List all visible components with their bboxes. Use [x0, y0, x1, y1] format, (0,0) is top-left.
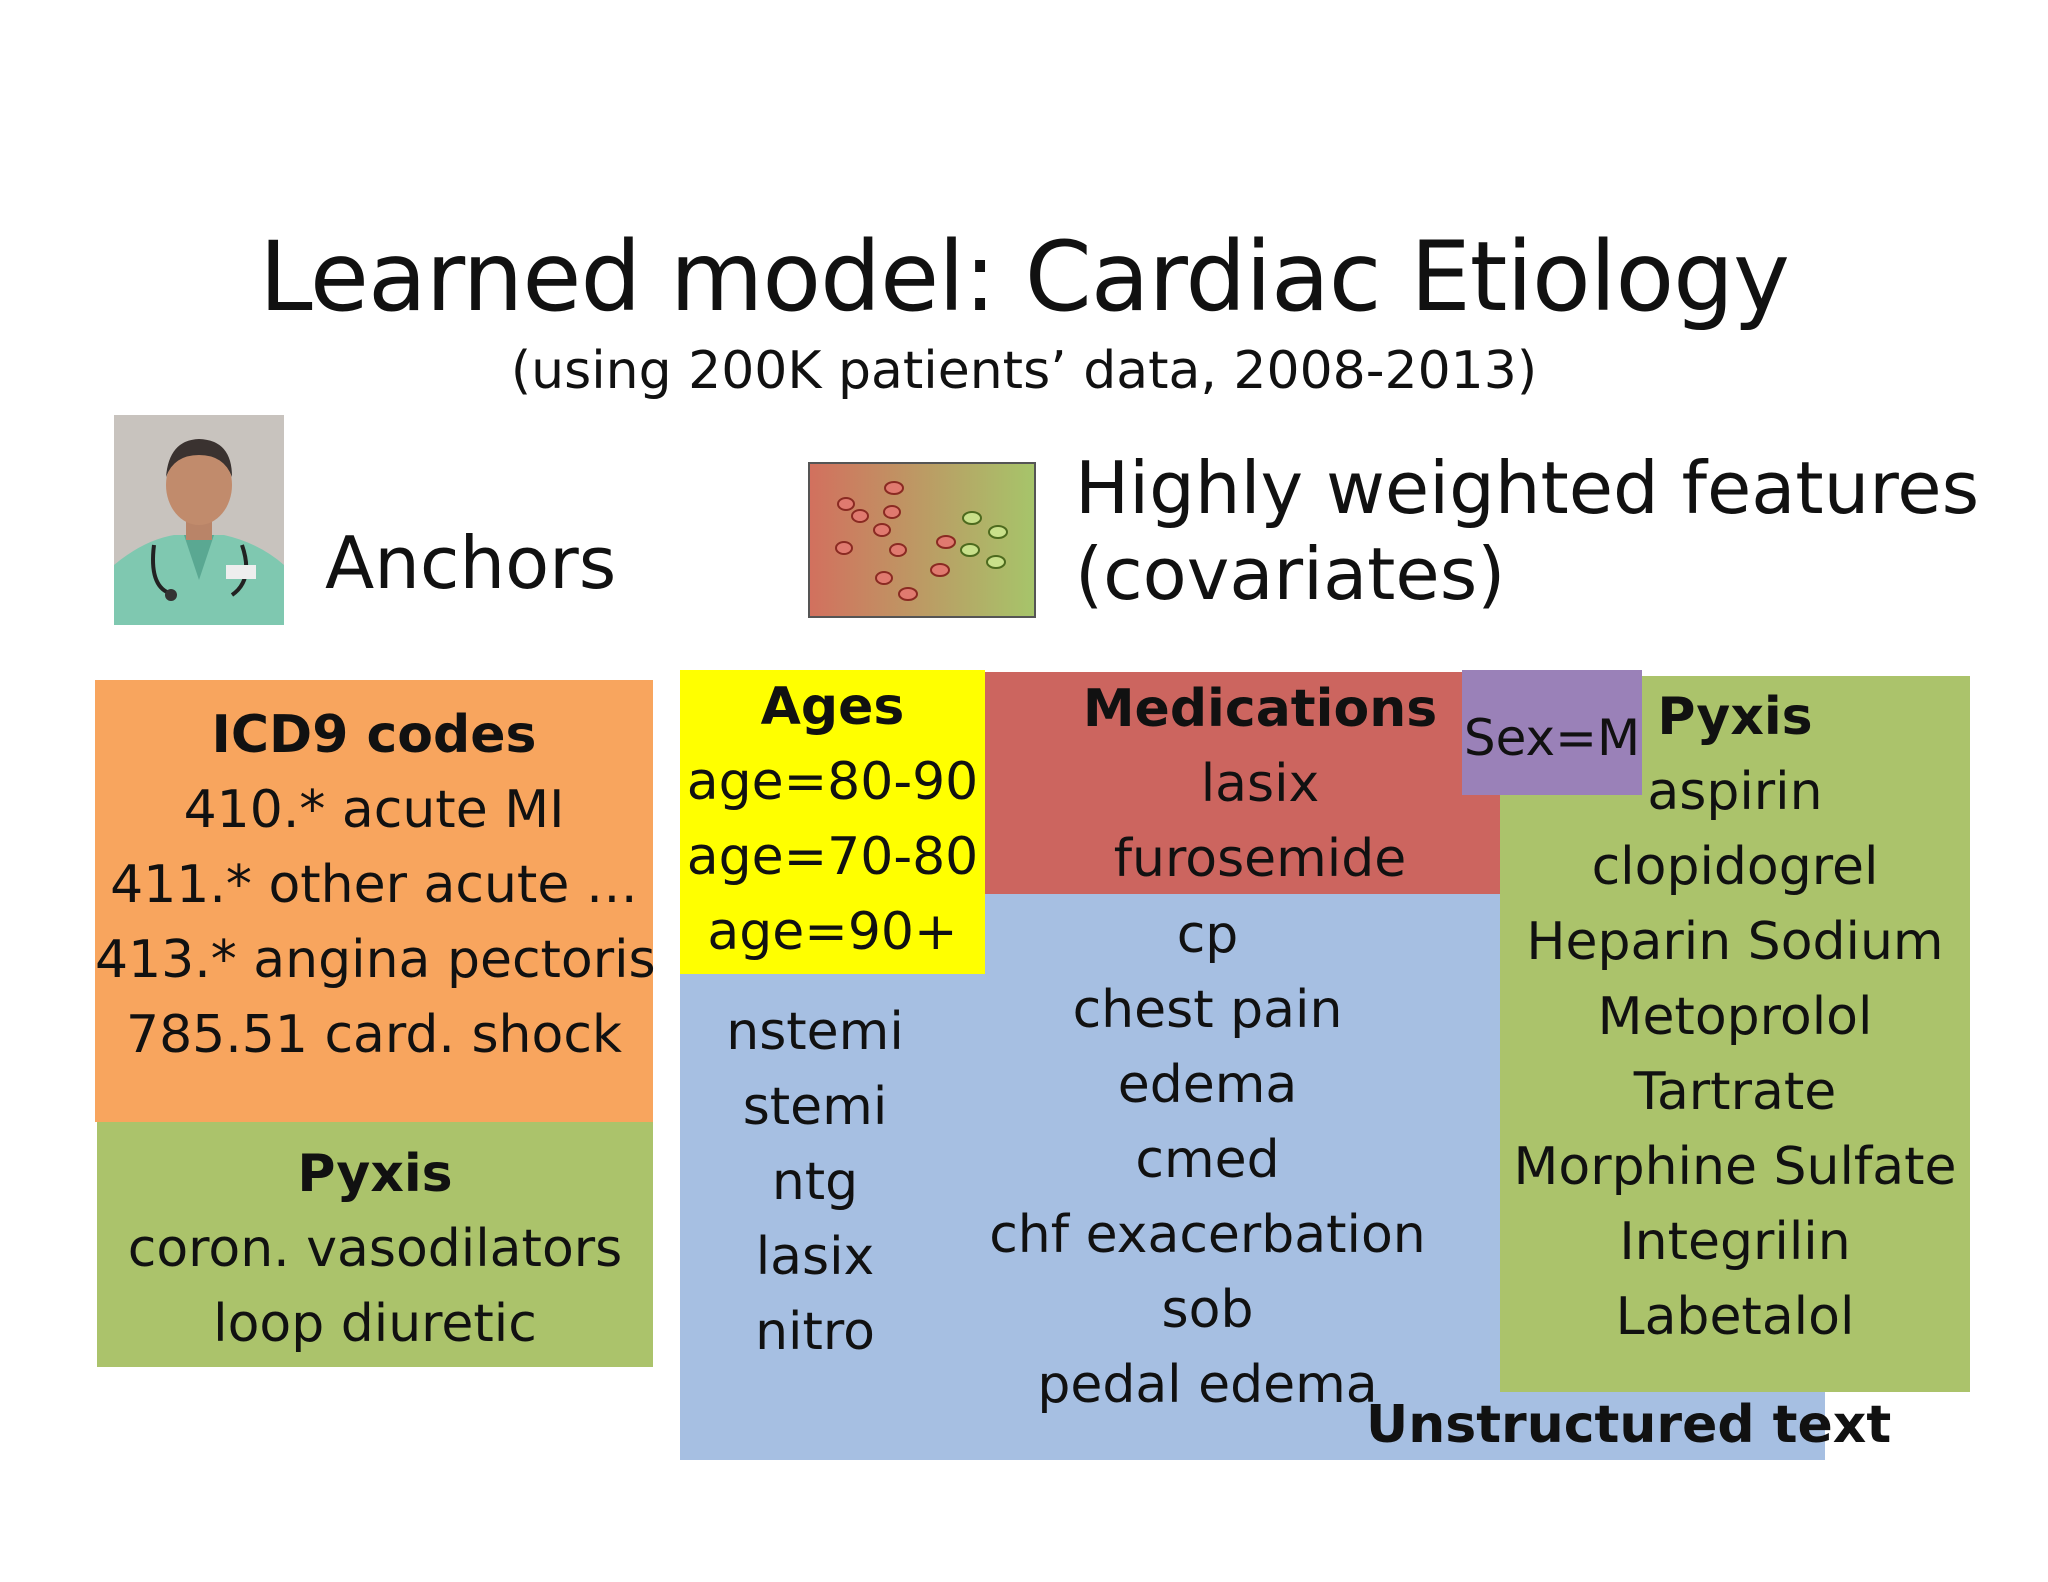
- ages-item: age=90+: [707, 902, 958, 962]
- pyxis-features-item: clopidogrel: [1591, 837, 1879, 897]
- pyxis-features-item: Heparin Sodium: [1526, 912, 1944, 972]
- pyxis-features-heading: Pyxis: [1657, 687, 1813, 747]
- medications-box: [985, 672, 1500, 894]
- medications-list: Medications lasix furosemide: [1000, 672, 1520, 897]
- pyxis-features-item: Integrilin: [1619, 1212, 1851, 1272]
- pyxis-features-box: [1500, 676, 1970, 1392]
- icd9-heading: ICD9 codes: [211, 705, 537, 765]
- sex-box: [1462, 670, 1642, 795]
- slide-subtitle: (using 200K patients’ data, 2008-2013): [510, 341, 1538, 401]
- features-label-line2: (covariates): [1075, 532, 1506, 616]
- anchors-label: Anchors: [325, 521, 617, 605]
- medications-heading: Medications: [1082, 679, 1438, 739]
- unstructured-item: chf exacerbation: [989, 1205, 1426, 1265]
- ages-item: age=70-80: [686, 827, 979, 887]
- icd9-item: 411.* other acute …: [110, 855, 638, 915]
- unstructured-item: lasix: [755, 1227, 875, 1287]
- unstructured-item: nstemi: [726, 1002, 904, 1062]
- pyxis-anchor-list: Pyxis coron. vasodilators loop diuretic: [97, 1137, 653, 1362]
- pyxis-anchor-item: coron. vasodilators: [127, 1219, 623, 1279]
- ages-heading: Ages: [760, 677, 905, 737]
- pyxis-anchor-box: [97, 1122, 653, 1367]
- medications-item: lasix: [1200, 754, 1320, 814]
- medications-item: furosemide: [1113, 829, 1407, 889]
- pyxis-features-item: Metoprolol: [1597, 987, 1873, 1047]
- slide-title: Learned model: Cardiac Etiology: [259, 221, 1790, 333]
- pyxis-features-list: Pyxis aspirin clopidogrel Heparin Sodium…: [1500, 680, 1970, 1355]
- unstructured-left-list: nstemi stemi ntg lasix nitro: [680, 995, 950, 1370]
- unstructured-item: pedal edema: [1037, 1355, 1378, 1415]
- icd9-item: 410.* acute MI: [183, 780, 565, 840]
- unstructured-item: sob: [1161, 1280, 1254, 1340]
- unstructured-text-label: Unstructured text: [1366, 1395, 1892, 1455]
- pyxis-features-item: aspirin: [1647, 762, 1823, 822]
- icd9-item: 413.* angina pectoris: [95, 930, 656, 990]
- icd9-item: 785.51 card. shock: [125, 1005, 623, 1065]
- unstructured-item: ntg: [771, 1152, 859, 1212]
- pyxis-anchor-heading: Pyxis: [297, 1144, 453, 1204]
- sex-label: Sex=M: [1463, 709, 1641, 767]
- features-label: Highly weighted features (covariates): [1075, 445, 1979, 617]
- ages-list: Ages age=80-90 age=70-80 age=90+: [680, 670, 985, 970]
- unstructured-item: stemi: [742, 1077, 888, 1137]
- ages-item: age=80-90: [686, 752, 979, 812]
- unstructured-mid-list: cp chest pain edema cmed chf exacerbatio…: [980, 898, 1435, 1423]
- pyxis-anchor-item: loop diuretic: [213, 1294, 537, 1354]
- icd9-box: [95, 680, 653, 1122]
- pyxis-features-item: Morphine Sulfate: [1513, 1137, 1957, 1197]
- unstructured-item: edema: [1117, 1055, 1298, 1115]
- features-label-line1: Highly weighted features: [1075, 446, 1980, 530]
- pyxis-features-item: Tartrate: [1633, 1062, 1837, 1122]
- pyxis-features-item: Labetalol: [1615, 1287, 1855, 1347]
- doctor-photo: [114, 415, 284, 625]
- unstructured-item: cp: [1176, 905, 1239, 965]
- covariates-dots-icon: [808, 462, 1036, 618]
- unstructured-item: cmed: [1135, 1130, 1280, 1190]
- icd9-list: ICD9 codes 410.* acute MI 411.* other ac…: [95, 698, 656, 1073]
- unstructured-item: chest pain: [1072, 980, 1343, 1040]
- ages-box: [680, 670, 985, 974]
- unstructured-item: nitro: [755, 1302, 875, 1362]
